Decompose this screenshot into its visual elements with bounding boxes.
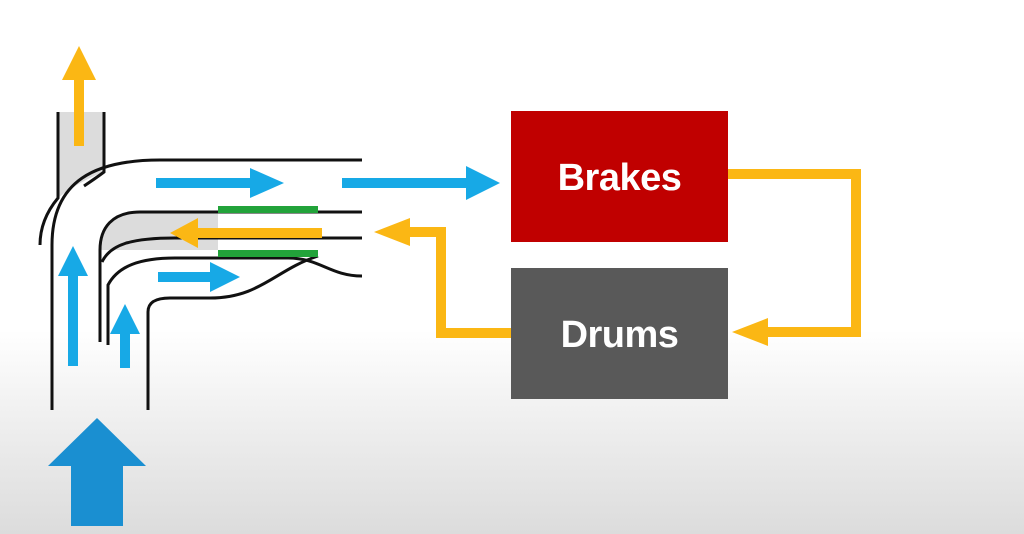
cool-air-up-arrow-left: [58, 246, 88, 366]
brakes-box: Brakes: [511, 111, 728, 242]
drums-label: Drums: [561, 314, 679, 356]
cooling-fin-lower: [218, 250, 318, 257]
cool-air-arrow-upper-duct: [156, 168, 284, 198]
drums-return-arrow: [374, 218, 511, 338]
brakes-to-drums-arrow: [728, 169, 861, 346]
cool-air-arrow-lower-duct: [158, 262, 240, 292]
cooling-fin-upper: [218, 206, 318, 213]
cool-air-arrow-to-brakes: [342, 166, 500, 200]
cool-air-up-arrow-right: [110, 304, 140, 368]
drums-box: Drums: [511, 268, 728, 399]
inlet-arrow-icon: [48, 418, 146, 526]
exhaust-hot-zone: [58, 112, 104, 198]
duct-outline: [38, 112, 363, 410]
hot-air-arrow-in-duct: [170, 218, 322, 248]
exhaust-arrow-icon: [62, 46, 96, 146]
brakes-label: Brakes: [558, 157, 682, 199]
